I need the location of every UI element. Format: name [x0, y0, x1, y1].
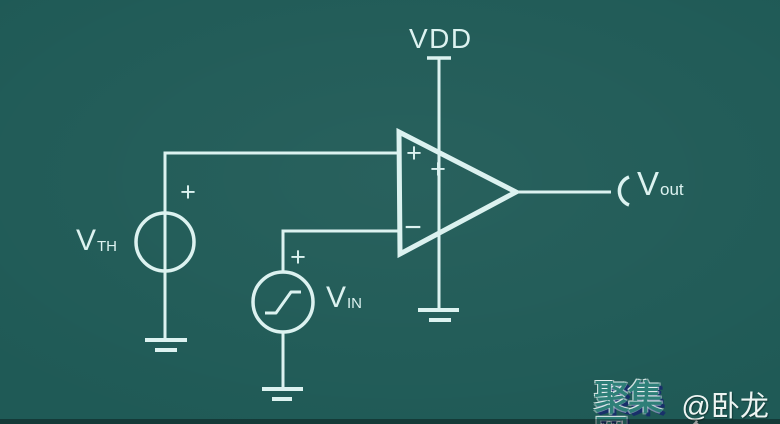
comparator-triangle [396, 127, 522, 259]
step-waveform-icon [265, 290, 301, 315]
watermark: 聚集网 @卧龙会 [594, 381, 780, 424]
vin-label-sub: IN [347, 295, 363, 312]
watermark-brand: 聚集网 [594, 379, 663, 424]
vdd-label: VDD [409, 23, 473, 54]
vin-label-base: V [326, 281, 347, 314]
vin-polarity-plus: + [290, 241, 306, 272]
wire-vth-to-noninverting-input [163, 151, 399, 340]
vin-source-circle [251, 270, 315, 334]
vth-source-circle [134, 211, 196, 273]
vout-label-sub: out [660, 180, 684, 199]
inverting-input-minus: − [404, 211, 422, 244]
vth-polarity-plus: + [180, 176, 196, 207]
wire-vin-to-inverting-input [281, 229, 400, 272]
vout-label-base: V [637, 165, 660, 202]
watermark-handle: @卧龙会 [681, 391, 769, 424]
vth-label-sub: TH [97, 238, 118, 255]
noninverting-input-plus: + [406, 137, 422, 168]
output-open-terminal [617, 175, 630, 207]
supply-plus: + [430, 153, 446, 184]
vth-label-base: V [76, 224, 97, 257]
